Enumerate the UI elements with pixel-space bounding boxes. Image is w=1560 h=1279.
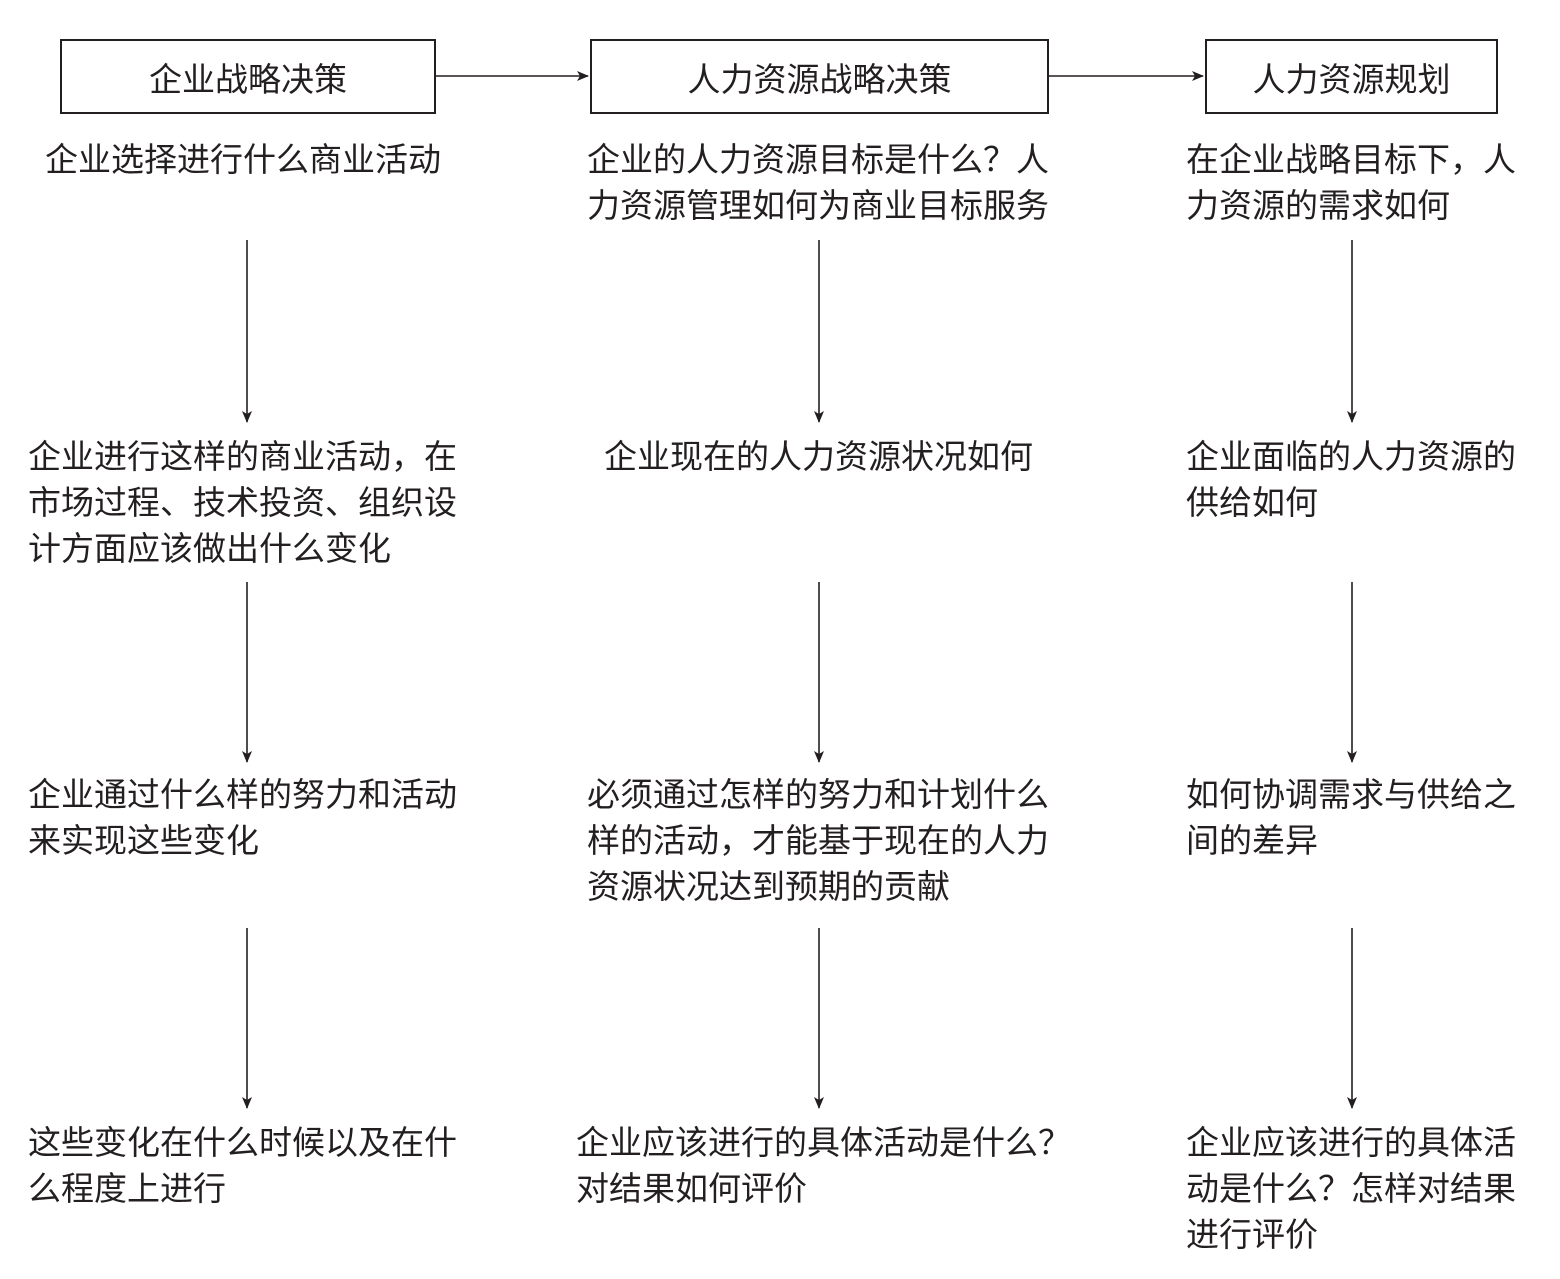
text-line: 必须通过怎样的努力和计划什么: [587, 775, 1049, 814]
text-line: 企业的人力资源目标是什么？人: [587, 140, 1049, 179]
box-hr-planning: 人力资源规划: [1205, 39, 1498, 114]
text-line: 动是什么？怎样对结果: [1186, 1169, 1516, 1208]
col3-step2: 企业面临的人力资源的 供给如何: [1186, 434, 1516, 526]
text-line: 企业进行这样的商业活动，在: [28, 437, 457, 476]
text-line: 供给如何: [1186, 483, 1318, 522]
text-line: 资源状况达到预期的贡献: [587, 867, 950, 906]
text-line: 企业现在的人力资源状况如何: [604, 437, 1033, 476]
text-line: 间的差异: [1186, 821, 1318, 860]
text-line: 企业应该进行的具体活动是什么？: [576, 1123, 1071, 1162]
text-line: 对结果如何评价: [576, 1169, 807, 1208]
col3-step4: 企业应该进行的具体活 动是什么？怎样对结果 进行评价: [1186, 1120, 1516, 1258]
col3-step3: 如何协调需求与供给之 间的差异: [1186, 772, 1516, 864]
text-line: 力资源的需求如何: [1186, 186, 1450, 225]
text-line: 企业应该进行的具体活: [1186, 1123, 1516, 1162]
col1-step3: 企业通过什么样的努力和活动 来实现这些变化: [28, 772, 457, 864]
col2-step4: 企业应该进行的具体活动是什么？ 对结果如何评价: [576, 1120, 1071, 1212]
text-line: 进行评价: [1186, 1215, 1318, 1254]
text-line: 企业面临的人力资源的: [1186, 437, 1516, 476]
col1-step2: 企业进行这样的商业活动，在 市场过程、技术投资、组织设 计方面应该做出什么变化: [28, 434, 457, 572]
text-line: 来实现这些变化: [28, 821, 259, 860]
text-line: 样的活动，才能基于现在的人力: [587, 821, 1049, 860]
text-line: 市场过程、技术投资、组织设: [28, 483, 457, 522]
box-label: 人力资源规划: [1252, 59, 1451, 99]
box-corporate-strategy: 企业战略决策: [60, 39, 436, 114]
text-line: 计方面应该做出什么变化: [28, 529, 391, 568]
col1-step4: 这些变化在什么时候以及在什 么程度上进行: [28, 1120, 457, 1212]
text-line: 如何协调需求与供给之: [1186, 775, 1516, 814]
text-line: 么程度上进行: [28, 1169, 226, 1208]
col3-step1: 在企业战略目标下，人 力资源的需求如何: [1186, 137, 1516, 229]
col1-step1: 企业选择进行什么商业活动: [45, 137, 441, 183]
text-line: 在企业战略目标下，人: [1186, 140, 1516, 179]
box-label: 人力资源战略决策: [687, 59, 952, 99]
text-line: 这些变化在什么时候以及在什: [28, 1123, 457, 1162]
box-hr-strategy: 人力资源战略决策: [590, 39, 1049, 114]
col2-step3: 必须通过怎样的努力和计划什么 样的活动，才能基于现在的人力 资源状况达到预期的贡…: [587, 772, 1049, 910]
text-line: 企业选择进行什么商业活动: [45, 140, 441, 179]
text-line: 企业通过什么样的努力和活动: [28, 775, 457, 814]
col2-step2: 企业现在的人力资源状况如何: [604, 434, 1033, 480]
text-line: 力资源管理如何为商业目标服务: [587, 186, 1049, 225]
box-label: 企业战略决策: [149, 59, 347, 99]
col2-step1: 企业的人力资源目标是什么？人 力资源管理如何为商业目标服务: [587, 137, 1049, 229]
